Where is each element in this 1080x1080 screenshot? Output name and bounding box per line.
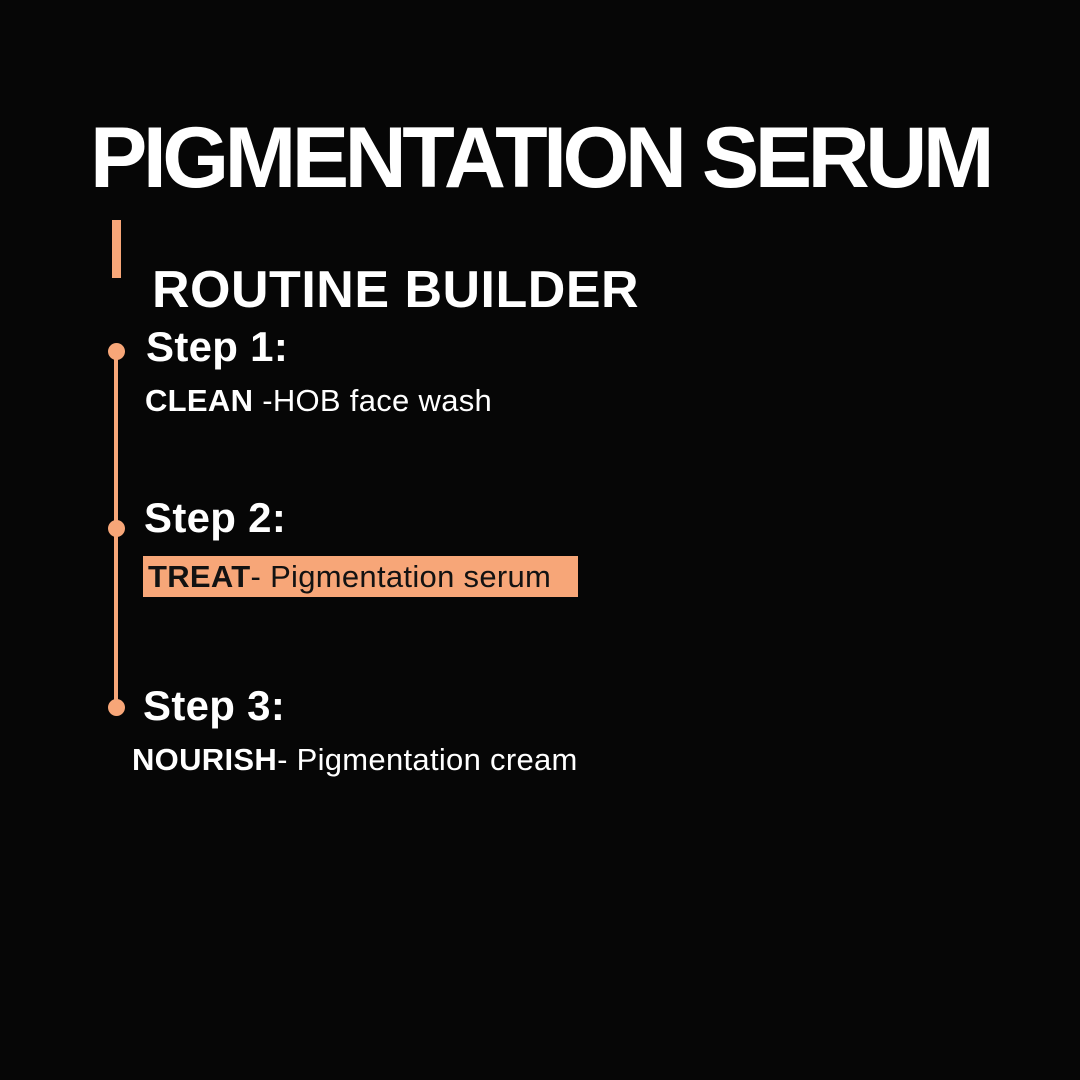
step-1-text: CLEAN -HOB face wash bbox=[145, 385, 492, 416]
step-3-text: NOURISH- Pigmentation cream bbox=[132, 744, 578, 775]
step-2-heading: Step 2: bbox=[144, 494, 287, 541]
step-2-product: - Pigmentation serum bbox=[250, 559, 552, 594]
step-2-keyword: TREAT bbox=[148, 559, 251, 594]
step-3-heading: Step 3: bbox=[143, 682, 286, 729]
timeline-dot-step-2 bbox=[108, 520, 125, 537]
section-title: ROUTINE BUILDER bbox=[152, 261, 640, 320]
step-1-heading: Step 1: bbox=[146, 323, 289, 370]
timeline-dot-step-1 bbox=[108, 343, 125, 360]
step-3-keyword: NOURISH bbox=[132, 742, 278, 777]
timeline-dot-step-3 bbox=[108, 699, 125, 716]
section-accent-bar bbox=[112, 220, 121, 278]
step-1-product: -HOB face wash bbox=[253, 383, 493, 418]
page-title: PIGMENTATION SERUM bbox=[89, 109, 995, 206]
step-1-keyword: CLEAN bbox=[145, 383, 254, 418]
step-2-highlight: TREAT- Pigmentation serum bbox=[143, 556, 579, 597]
step-3-product: - Pigmentation cream bbox=[277, 742, 578, 777]
